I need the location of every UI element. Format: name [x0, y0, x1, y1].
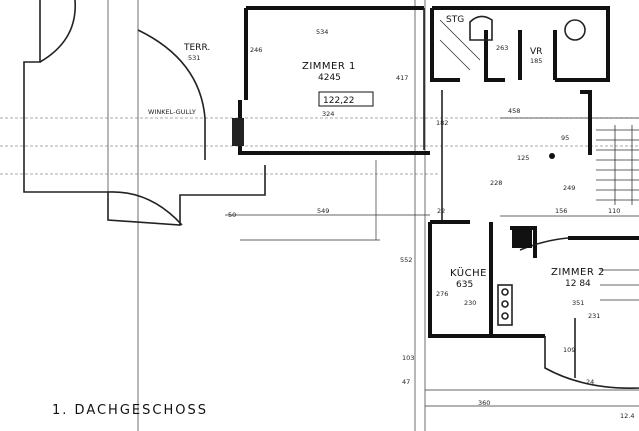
dim-228: 228: [490, 179, 502, 187]
room-area-zimmer-2: 12 84: [565, 279, 591, 289]
dim-110: 110: [608, 207, 620, 215]
room-name-zimmer-2: ZIMMER 2: [551, 267, 605, 278]
room-area-vr: 185: [530, 57, 542, 65]
room-area-stg: 263: [496, 44, 508, 52]
dim-458: 458: [508, 107, 520, 115]
room-name-zimmer-1: ZIMMER 1: [302, 61, 356, 72]
dim-95: 95: [561, 134, 569, 142]
floor-title: 1. DACHGESCHOSS: [52, 403, 208, 418]
room-area-kuche: 635: [456, 280, 473, 290]
dim-324: 324: [322, 110, 334, 118]
walls: [238, 6, 639, 389]
dim-50: 50: [228, 211, 236, 219]
room-name-stg: STG: [446, 15, 464, 25]
dim-534: 534: [316, 28, 328, 36]
dim-417: 417: [396, 74, 408, 82]
dim-47: 47: [402, 378, 410, 386]
dim-276: 276: [436, 290, 448, 298]
dim-249: 249: [563, 184, 575, 192]
winkel-gully-label: WINKEL-GULLY: [148, 108, 196, 116]
dim-156: 156: [555, 207, 567, 215]
staircase: [439, 19, 639, 301]
room-area-zimmer-1: 4245: [318, 73, 341, 83]
room-name-vr: VR: [530, 47, 542, 57]
dim-22: 22: [437, 207, 445, 215]
dim-12: 12.4: [620, 412, 634, 420]
dim-246: 246: [250, 46, 262, 54]
room-name-terrace: TERR.: [183, 43, 210, 53]
dim-231: 231: [588, 312, 600, 320]
dimension-labels: 534 246 417 324 458 182 95 125 228 249 5…: [228, 28, 634, 420]
fixtures: [232, 15, 586, 326]
dim-109: 109: [563, 346, 575, 354]
dim-549: 549: [317, 207, 329, 215]
total-area: 122,22: [323, 96, 355, 106]
dim-125: 125: [517, 154, 529, 162]
dim-230: 230: [464, 299, 476, 307]
dim-103: 103: [402, 354, 414, 362]
dim-552: 552: [400, 256, 412, 264]
terrace-outline: [23, 0, 266, 226]
room-name-kuche: KÜCHE: [450, 266, 487, 279]
dim-182: 182: [436, 119, 448, 127]
dim-360: 360: [478, 399, 490, 407]
dim-351: 351: [572, 299, 584, 307]
room-area-terrace: 531: [188, 54, 200, 62]
dim-24: 24: [586, 378, 594, 386]
